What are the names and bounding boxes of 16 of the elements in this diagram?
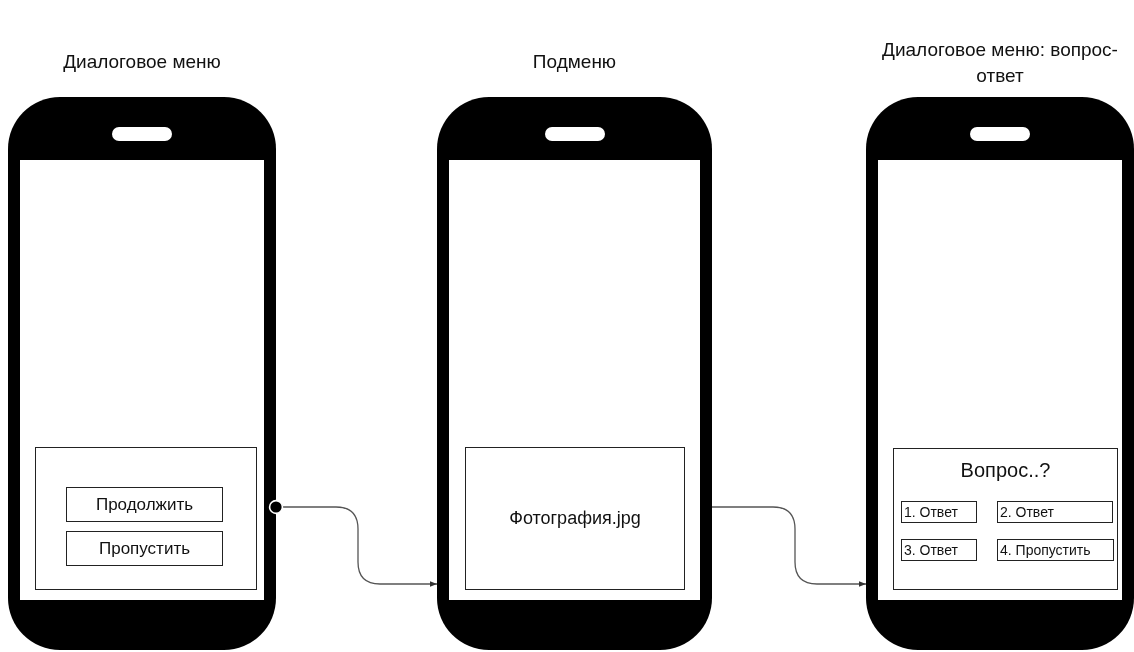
screen-title: Подменю [531, 50, 618, 74]
question-text: Вопрос..? [959, 459, 1052, 482]
file-name: Фотография.jpg [509, 508, 641, 529]
answer-button: 1. Ответ [901, 501, 977, 523]
arrow [268, 499, 438, 587]
menu-button: Пропустить [66, 531, 223, 566]
answer-button: 2. Ответ [997, 501, 1113, 523]
dialog-box [35, 447, 257, 590]
screen-title: Диалоговое меню [62, 50, 222, 74]
menu-button: Продолжить [66, 487, 223, 522]
arrow [711, 506, 867, 587]
dialog-box [893, 448, 1118, 590]
answer-button: 4. Пропустить [997, 539, 1114, 561]
screen-title: Диалоговое меню: вопрос-ответ [881, 38, 1119, 88]
dialog-box [465, 447, 685, 590]
answer-button: 3. Ответ [901, 539, 977, 561]
